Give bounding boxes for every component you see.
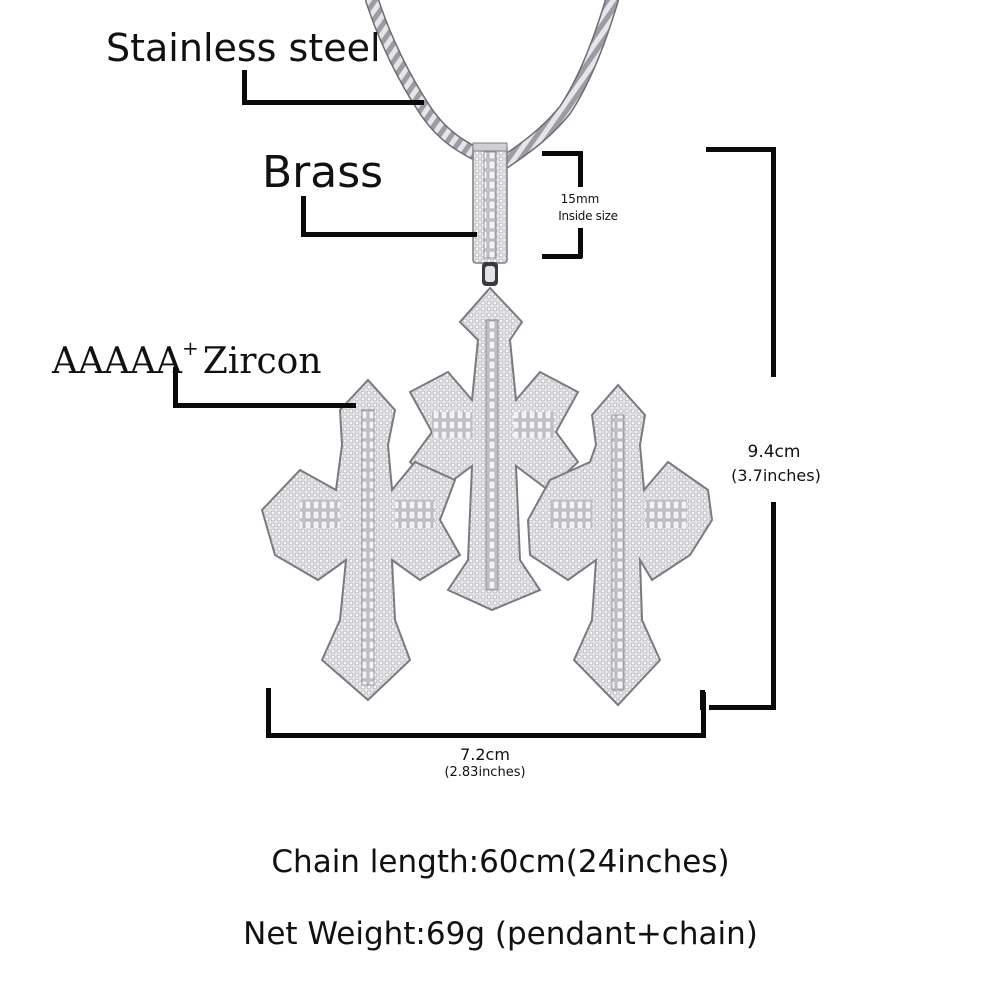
bail-dimension-label: Inside size [558, 209, 618, 223]
height-bracket-top [706, 147, 776, 152]
callout-stone: AAAAA+Zircon [52, 326, 322, 384]
width-dimension-inches: (2.83inches) [444, 765, 526, 780]
width-bracket-right [701, 692, 706, 738]
bail [472, 142, 508, 286]
height-dimension-cm: 9.4cm [747, 442, 801, 462]
width-bracket-left [266, 688, 271, 738]
callout-bail-material: Brass [262, 147, 384, 198]
callout-chain-material: Stainless steel [106, 26, 381, 70]
stone-grade: AAAAA [52, 341, 182, 382]
callout-line-chain-horizontal [242, 100, 424, 105]
callout-line-chain-vertical [242, 70, 247, 105]
callout-line-bail-vertical [301, 196, 306, 236]
spec-net-weight: Net Weight:69g (pendant+chain) [243, 916, 758, 952]
left-cross [260, 378, 462, 702]
callout-line-stone-horizontal [173, 403, 356, 408]
right-cross [526, 383, 714, 707]
callout-line-bail-horizontal [301, 232, 477, 237]
height-bracket-bottom [709, 705, 776, 710]
bail-bracket-top [542, 151, 582, 156]
bail-dimension-value: 15mm [560, 192, 600, 206]
height-bracket-upper [771, 147, 776, 377]
width-bracket-bottom [266, 733, 706, 738]
stone-grade-plus: + [182, 336, 199, 360]
stone-type: Zircon [202, 341, 322, 382]
bail-bracket-lower [578, 228, 583, 258]
height-dimension-inches: (3.7inches) [731, 466, 821, 485]
bail-bracket-upper [578, 151, 583, 187]
height-bracket-lower [771, 502, 776, 710]
callout-line-stone-vertical [173, 367, 178, 407]
width-dimension-cm: 7.2cm [460, 745, 510, 764]
spec-chain-length: Chain length:60cm(24inches) [271, 844, 730, 880]
bail-bracket-bottom [542, 254, 582, 259]
center-cross [408, 286, 580, 612]
rope-chain [365, 0, 619, 169]
